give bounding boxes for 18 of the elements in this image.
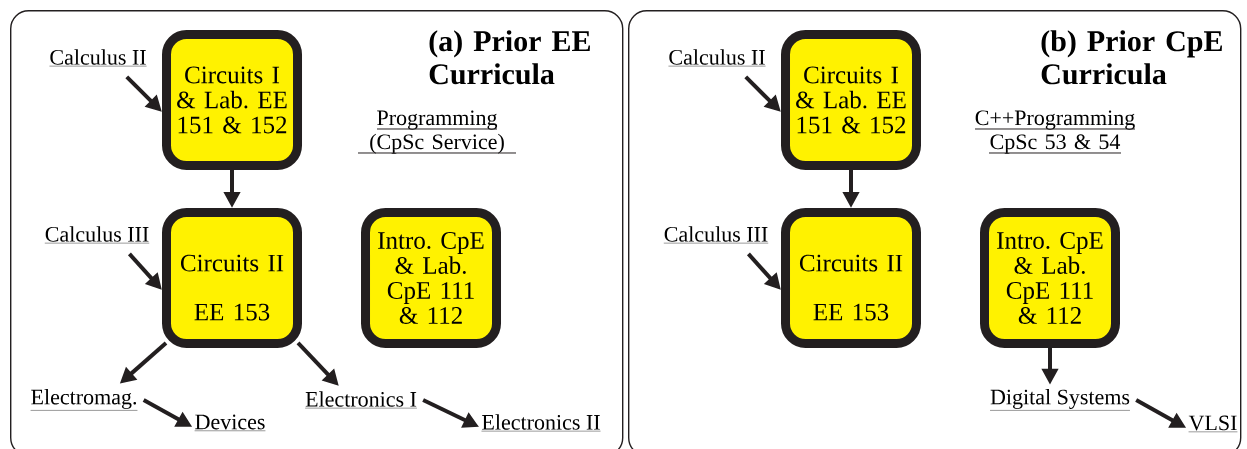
course-label: C++Programming CpSc 53 & 54: [974, 110, 1136, 154]
course-box: Intro. CpE & Lab. CpE 111 & 112: [361, 208, 501, 348]
course-box: Circuits I & Lab. EE 151 & 152: [781, 30, 921, 170]
course-box: Circuits II EE 153: [162, 208, 302, 348]
course-box: Circuits II EE 153: [781, 208, 921, 348]
course-label: Digital Systems: [989, 389, 1131, 411]
course-label: Calculus II: [668, 49, 766, 67]
course-label: Programming (CpSc Service): [357, 110, 517, 154]
course-box: Intro. CpE & Lab. CpE 111 & 112: [980, 208, 1120, 348]
course-label: Calculus II: [49, 49, 147, 67]
course-label: Calculus III: [44, 226, 150, 244]
course-box: Circuits I & Lab. EE 151 & 152: [162, 30, 302, 170]
course-label: Electromag.: [30, 389, 138, 411]
course-label: Devices: [194, 414, 266, 431]
course-label: Electronics I: [304, 391, 418, 409]
course-label: Electronics II: [481, 414, 601, 432]
course-label: Calculus III: [663, 226, 769, 244]
course-label: VLSI: [1188, 415, 1238, 433]
